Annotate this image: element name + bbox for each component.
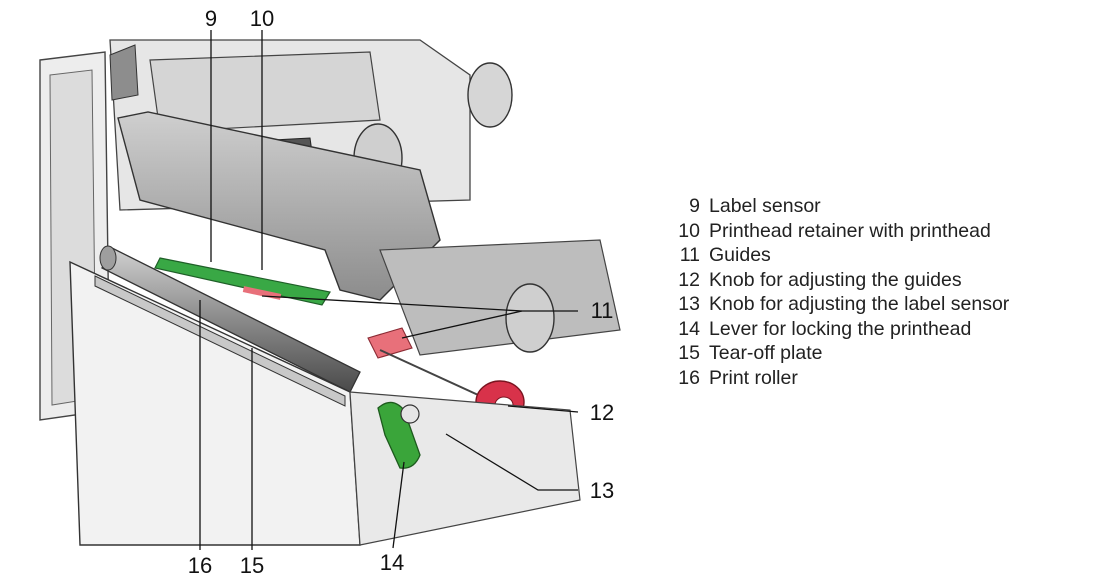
leader-11b bbox=[401, 310, 523, 339]
rear-roller-end bbox=[505, 283, 555, 353]
parts-legend: 9 Label sensor 10 Printhead retainer with … bbox=[676, 194, 1009, 390]
leader-14 bbox=[392, 461, 405, 549]
print-roller-end bbox=[99, 245, 117, 271]
legend-number: 14 bbox=[678, 317, 700, 340]
callout-11: 11 bbox=[591, 298, 614, 323]
legend-item: 10 Printhead retainer with printhead bbox=[676, 219, 1009, 244]
ribbon-winder bbox=[149, 51, 381, 133]
callout-13: 13 bbox=[590, 478, 614, 503]
lever-pivot bbox=[400, 404, 420, 424]
tear-off-plate bbox=[94, 275, 346, 407]
legend-item: 12 Knob for adjusting the guides bbox=[676, 268, 1009, 293]
retainer-arm bbox=[379, 239, 621, 356]
legend-item: 14 Lever for locking the printhead bbox=[676, 317, 1009, 342]
printhead-retainer bbox=[117, 111, 441, 301]
legend-label: Print roller bbox=[709, 366, 798, 389]
callout-16: 16 bbox=[188, 553, 212, 578]
callout-12: 12 bbox=[590, 400, 614, 425]
legend-item: 16 Print roller bbox=[676, 366, 1009, 391]
callout-9: 9 bbox=[205, 6, 217, 31]
legend-item: 15 Tear-off plate bbox=[676, 341, 1009, 366]
legend-number: 15 bbox=[678, 342, 700, 364]
legend-number: 12 bbox=[678, 268, 700, 291]
legend-label: Guides bbox=[709, 244, 771, 266]
guide bbox=[367, 327, 413, 359]
label-sensor bbox=[154, 257, 331, 306]
gear bbox=[109, 44, 139, 101]
legend-label: Tear-off plate bbox=[709, 342, 823, 364]
legend-number: 9 bbox=[689, 195, 700, 217]
legend-label: Knob for adjusting the label sensor bbox=[709, 293, 1010, 315]
leader-12 bbox=[507, 405, 579, 413]
legend-item: 13 Knob for adjusting the label sensor bbox=[676, 292, 1009, 317]
leader-13 bbox=[445, 433, 578, 491]
legend-number: 13 bbox=[678, 293, 700, 315]
legend-label: Printhead retainer with printhead bbox=[709, 219, 991, 242]
callout-10: 10 bbox=[250, 6, 274, 31]
legend-label: Lever for locking the printhead bbox=[709, 317, 972, 340]
printer-diagram: 9 10 11 12 13 14 15 16 bbox=[39, 6, 621, 578]
ribbon-shaft-end-top bbox=[467, 62, 513, 128]
callout-15: 15 bbox=[240, 553, 264, 578]
legend-number: 10 bbox=[678, 219, 700, 242]
callout-14: 14 bbox=[380, 550, 404, 575]
legend-number: 11 bbox=[679, 244, 700, 266]
legend-number: 16 bbox=[678, 366, 700, 389]
legend-label: Label sensor bbox=[709, 195, 821, 217]
legend-label: Knob for adjusting the guides bbox=[709, 268, 962, 291]
legend-item: 9 Label sensor bbox=[676, 194, 1009, 219]
legend-item: 11 Guides bbox=[676, 243, 1009, 268]
